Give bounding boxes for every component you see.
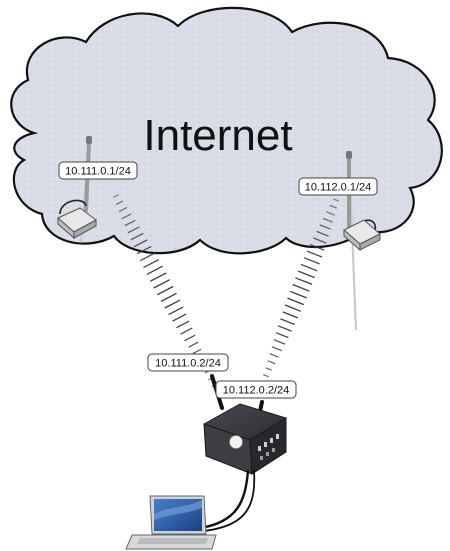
wireless-signal-tick (282, 311, 299, 319)
wireless-signal-tick (146, 265, 163, 275)
wireless-signal-tick (306, 250, 323, 258)
router-icon (202, 403, 288, 475)
wireless-signal-tick (130, 232, 144, 241)
wireless-signal-tick (271, 346, 283, 352)
wireless-signal-tick (269, 353, 279, 358)
wireless-link-left (113, 194, 221, 394)
left-access-point (57, 136, 97, 243)
wireless-signal-tick (172, 313, 187, 322)
ip-address-router-left: 10.111.0.2/24 (155, 358, 221, 370)
wireless-signal-tick (329, 204, 338, 209)
wireless-signal-tick (124, 219, 136, 227)
wireless-signal-tick (316, 230, 329, 237)
wireless-signal-tick (136, 245, 152, 255)
ip-address-left-ap: 10.111.0.1/24 (65, 166, 131, 178)
wireless-signal-tick (319, 224, 331, 230)
wireless-signal-tick (326, 211, 336, 216)
wireless-signal-tick (297, 270, 315, 279)
wireless-signal-tick (121, 213, 132, 220)
wireless-signal-tick (284, 304, 302, 312)
wireless-signal-tick (133, 239, 148, 248)
router-logo-badge (229, 435, 243, 449)
ip-address-right-ap: 10.112.0.1/24 (305, 182, 371, 194)
wireless-signal-tick (127, 226, 140, 234)
ip-address-router-right: 10.112.0.2/24 (223, 385, 289, 397)
wireless-signal-tick (287, 297, 305, 306)
wireless-signal-tick (300, 263, 318, 272)
wireless-signal-tick (277, 325, 292, 332)
wireless-signal-tick (280, 318, 295, 326)
wireless-signal-tick (115, 200, 124, 206)
wireless-signal-tick (160, 292, 177, 302)
wireless-signal-tick (265, 367, 272, 371)
wireless-signal-tick (273, 339, 286, 345)
wireless-signal-tick (267, 360, 276, 365)
ip-label-router-right: 10.112.0.2/24 (215, 380, 297, 399)
wireless-signal-tick (188, 341, 199, 348)
wireless-signal-tick (263, 373, 270, 378)
wireless-link-right (254, 198, 340, 398)
wireless-signal-tick (168, 306, 184, 316)
wireless-signal-tick (149, 272, 167, 282)
ip-label-router-left: 10.111.0.2/24 (147, 353, 229, 372)
wireless-signal-tick (192, 348, 202, 355)
wireless-signal-tick (322, 217, 334, 223)
wireless-signal-tick (139, 252, 156, 262)
ethernet-cable (189, 469, 256, 533)
wireless-signal-tick (295, 277, 313, 286)
wireless-signal-tick (313, 237, 327, 244)
wireless-signal-tick (113, 194, 119, 198)
wireless-signal-tick (143, 259, 160, 269)
wireless-access-point-icon (57, 136, 97, 243)
wireless-signal-tick (292, 283, 310, 292)
ip-label-left-ap: 10.111.0.1/24 (58, 161, 138, 180)
wireless-signal-tick (275, 332, 289, 339)
wireless-signal-tick (180, 327, 193, 335)
cloud-title: Internet (143, 111, 292, 160)
wireless-signal-tick (289, 290, 307, 299)
wireless-signal-tick (164, 299, 181, 309)
laptop-icon (125, 495, 217, 550)
wireless-signal-tick (303, 257, 320, 265)
wireless-signal-tick (118, 206, 128, 213)
wireless-signal-tick (309, 243, 325, 251)
wireless-signal-tick (153, 279, 170, 289)
wireless-signal-tick (184, 334, 196, 342)
wireless-signal-tick (157, 285, 174, 296)
wireless-signal-tick (332, 198, 340, 202)
ip-label-right-ap: 10.112.0.1/24 (298, 177, 378, 196)
wireless-signal-tick (176, 320, 190, 329)
